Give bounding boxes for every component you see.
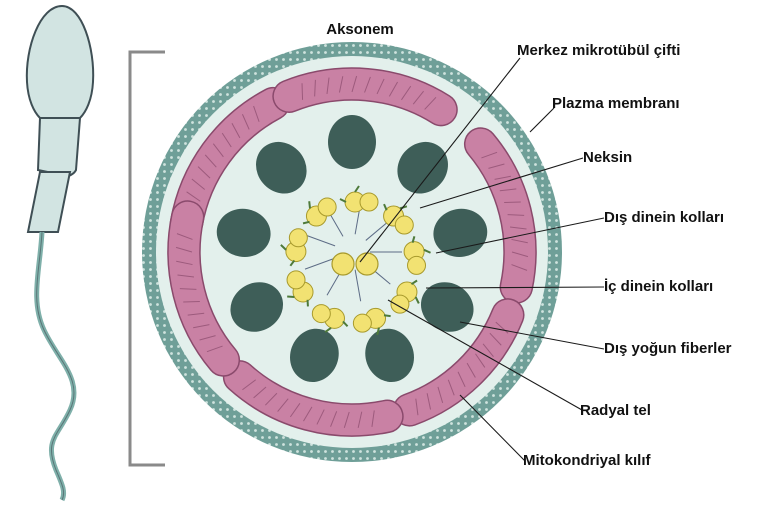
diagram-title: Aksonem: [326, 21, 394, 38]
mitochondrion-crista: [504, 202, 521, 203]
cytoplasm: [156, 56, 548, 448]
microtubule-b: [360, 193, 378, 211]
microtubule-b: [395, 216, 413, 234]
axoneme-cross-section: [142, 42, 562, 462]
dynein-arm: [309, 201, 310, 208]
leader-plasma-membrane: [530, 108, 554, 132]
sperm-tail-outline: [37, 232, 74, 500]
sperm-tail: [37, 232, 74, 500]
microtubule-b: [408, 256, 426, 274]
label-outer-dynein: Dış dinein kolları: [604, 209, 724, 226]
label-nexin: Neksin: [583, 149, 632, 166]
label-central-pair: Merkez mikrotübül çifti: [517, 42, 680, 59]
microtubule-b: [318, 198, 336, 216]
microtubule-b: [289, 229, 307, 247]
central-microtubule-right: [356, 253, 378, 275]
sperm-illustration: [27, 6, 93, 500]
sperm-head: [27, 6, 93, 118]
sperm-midpiece: [38, 118, 80, 177]
label-mitochondrial-sheath: Mitokondriyal kılıf: [523, 452, 652, 469]
sperm-principal-piece: [28, 172, 70, 232]
mitochondrion-crista: [183, 301, 200, 302]
label-outer-dense-fibers: Dış yoğun fiberler: [604, 340, 732, 357]
microtubule-b: [287, 271, 305, 289]
central-microtubule-left: [332, 253, 354, 275]
dynein-arm: [384, 315, 391, 316]
mitochondrion-crista: [302, 83, 303, 100]
microtubule-b: [353, 314, 371, 332]
label-plasma-membrane: Plazma membranı: [552, 95, 680, 112]
label-radial-spoke: Radyal tel: [580, 402, 651, 419]
outer-dense-fiber: [328, 115, 376, 169]
label-inner-dynein: İç dinein kolları: [604, 278, 713, 295]
microtubule-b: [312, 305, 330, 323]
